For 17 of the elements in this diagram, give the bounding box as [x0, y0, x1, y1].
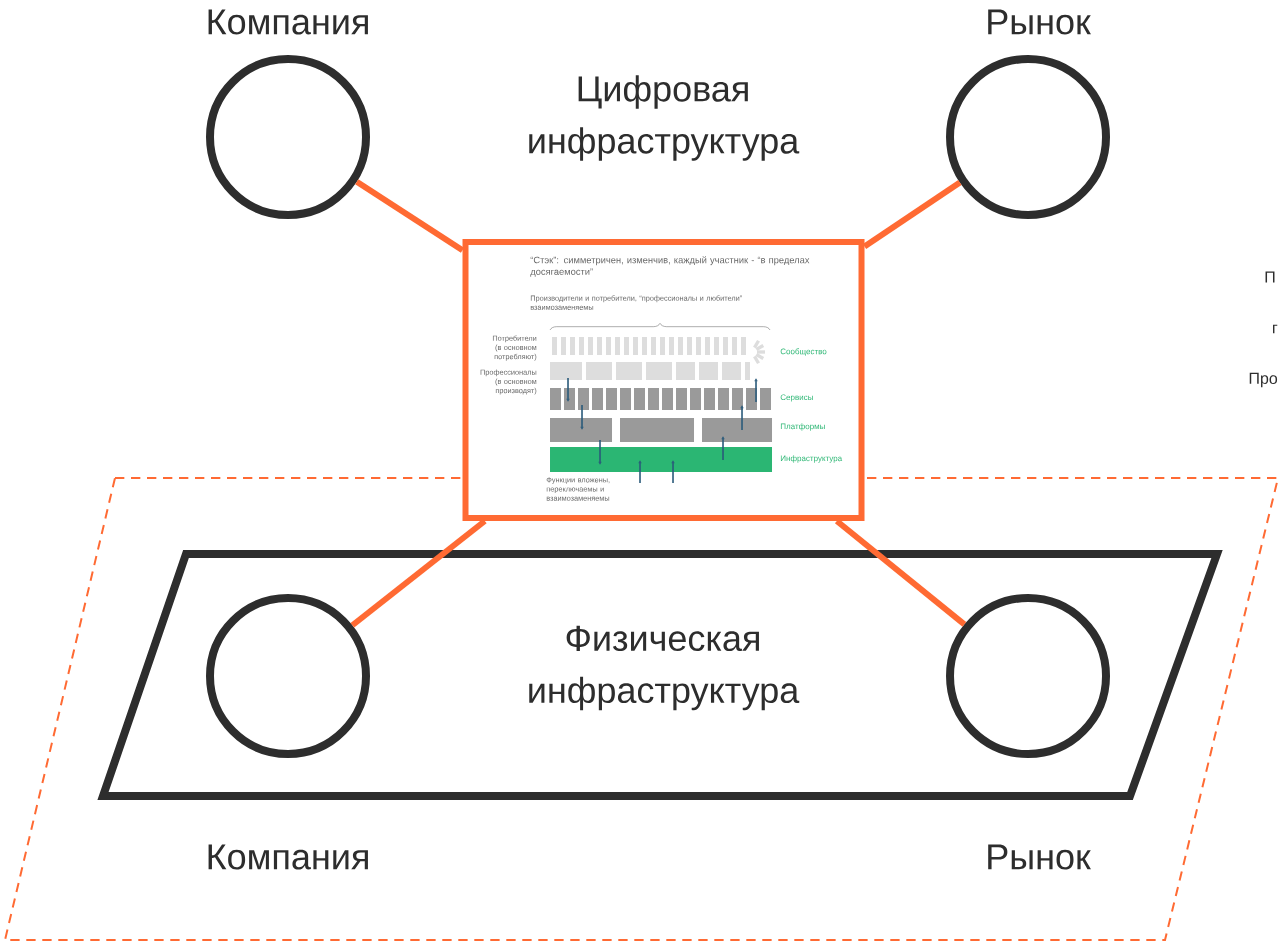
stack-text: Сообщество [780, 348, 827, 356]
cut-off-text: П [1265, 271, 1275, 283]
cut-off-text: г [1273, 324, 1278, 334]
stack-text: Платформы [780, 423, 825, 431]
label: Компания [208, 844, 368, 870]
stack-text: Инфраструктура [780, 455, 843, 463]
section-title: Цифровая инфраструктура [529, 75, 800, 161]
connector [834, 518, 967, 627]
cut-off-text: Про [1249, 372, 1278, 388]
connector [862, 180, 962, 249]
stack-text: Сервисы [780, 394, 813, 402]
label: Рынок [988, 844, 1091, 870]
connector [350, 518, 487, 628]
stack-text: “Стэк”: симметричен, изменчив, каждый участник - “в пределах досягаемости” [530, 256, 810, 277]
connector [355, 179, 465, 253]
label: Компания [208, 9, 368, 35]
label: Рынок [988, 9, 1091, 35]
